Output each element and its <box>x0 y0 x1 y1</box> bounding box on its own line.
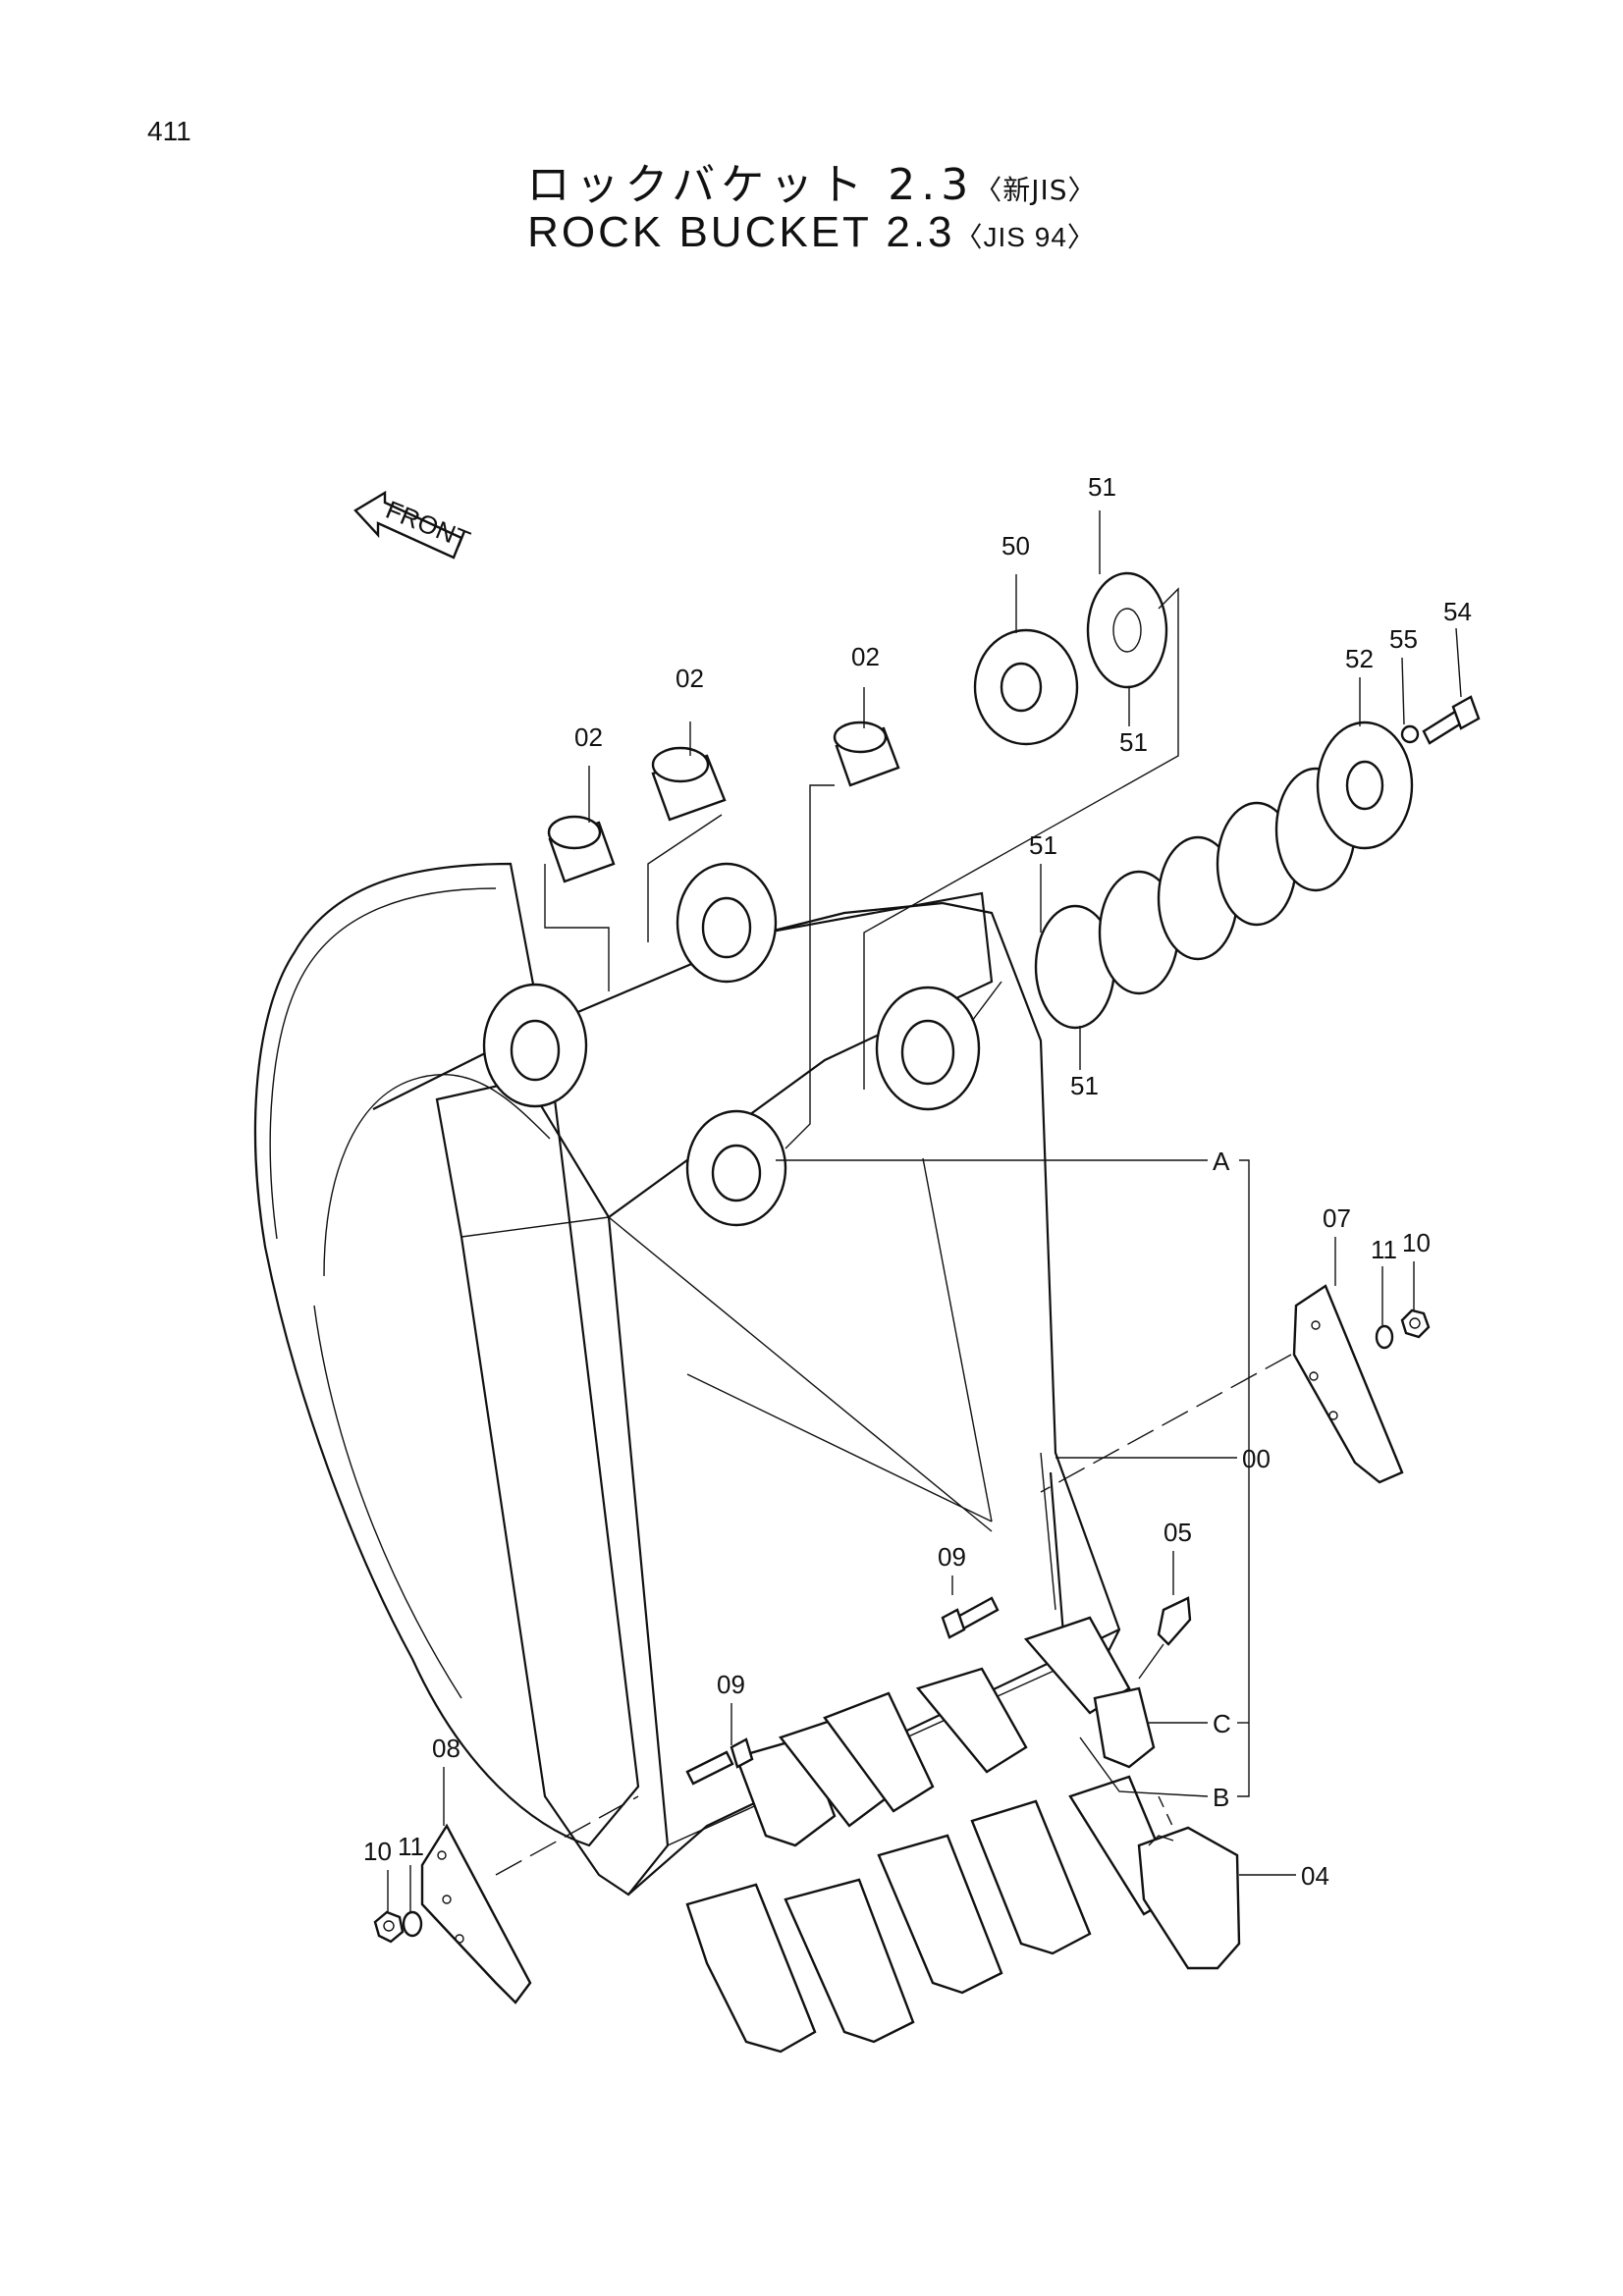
callout-52: 52 <box>1345 644 1374 673</box>
tooth-04-icon <box>1137 1826 1241 1970</box>
bushing-left-icon <box>547 815 616 883</box>
callout-02-right: 02 <box>851 642 880 671</box>
washer-11-left-icon <box>402 1910 423 1938</box>
pin-05-icon <box>1157 1596 1192 1646</box>
title-japanese: ロックバケット 2.3〈新JIS〉 <box>0 149 1623 212</box>
callout-ref-a: A <box>1213 1147 1230 1176</box>
bushing-mid-icon <box>651 746 727 822</box>
callout-ref-c: C <box>1213 1709 1231 1738</box>
callout-55: 55 <box>1389 624 1418 654</box>
callout-02-mid: 02 <box>676 664 704 693</box>
callout-09-left: 09 <box>717 1670 745 1699</box>
bolt-09-right-icon <box>941 1596 1000 1639</box>
title-english: ROCK BUCKET 2.3〈JIS 94〉 <box>0 208 1623 257</box>
nut-10-right-icon <box>1400 1308 1431 1339</box>
callout-ref-b: B <box>1213 1783 1229 1812</box>
bucket-teeth <box>685 1616 1180 2054</box>
plate-50-icon <box>973 628 1079 746</box>
page-number: 411 <box>147 116 191 146</box>
callout-02-left: 02 <box>574 722 603 752</box>
callout-04: 04 <box>1301 1861 1329 1891</box>
title-japanese-standard: 〈新JIS〉 <box>974 174 1097 206</box>
callout-08: 08 <box>432 1734 460 1763</box>
washer-11-right-icon <box>1375 1324 1394 1350</box>
bushing-right-icon <box>833 721 900 787</box>
callout-51-mid: 51 <box>1119 727 1148 757</box>
tooth-adapter-c-icon <box>1093 1686 1156 1769</box>
callout-11-right: 11 <box>1371 1235 1397 1264</box>
side-cutter-08-icon <box>420 1823 532 2004</box>
callout-00: 00 <box>1242 1444 1271 1473</box>
nut-10-left-icon <box>373 1910 405 1944</box>
bolt-54-icon <box>1422 695 1481 745</box>
title-japanese-text: ロックバケット 2.3 <box>526 160 975 210</box>
callout-50: 50 <box>1001 531 1030 561</box>
callout-51-top: 51 <box>1088 472 1116 502</box>
shim-51-top-icon <box>1086 571 1168 689</box>
boss-left-lower <box>685 1109 787 1227</box>
callout-54: 54 <box>1443 597 1472 626</box>
callout-09-right: 09 <box>938 1542 966 1572</box>
plate-52-icon <box>1316 721 1414 850</box>
callout-51-bottom: 51 <box>1070 1071 1099 1100</box>
title-english-text: ROCK BUCKET 2.3 <box>527 208 955 256</box>
boss-right <box>875 986 981 1111</box>
callout-51-stack: 51 <box>1029 830 1057 860</box>
callout-11-left: 11 <box>398 1832 424 1861</box>
boss-left-upper <box>482 983 588 1108</box>
callout-10-left: 10 <box>363 1837 392 1866</box>
bolt-09-left-icon <box>685 1737 754 1786</box>
front-arrow-icon: FRONT <box>353 490 474 560</box>
side-cutter-07-icon <box>1292 1284 1404 1484</box>
boss-mid-upper <box>676 862 778 984</box>
title-english-standard: 〈JIS 94〉 <box>954 222 1096 252</box>
callout-05: 05 <box>1163 1518 1192 1547</box>
callout-07: 07 <box>1323 1203 1351 1233</box>
callout-10-right: 10 <box>1402 1228 1431 1257</box>
washer-55-icon <box>1400 724 1420 744</box>
shim-stack-icon <box>1034 767 1357 1030</box>
